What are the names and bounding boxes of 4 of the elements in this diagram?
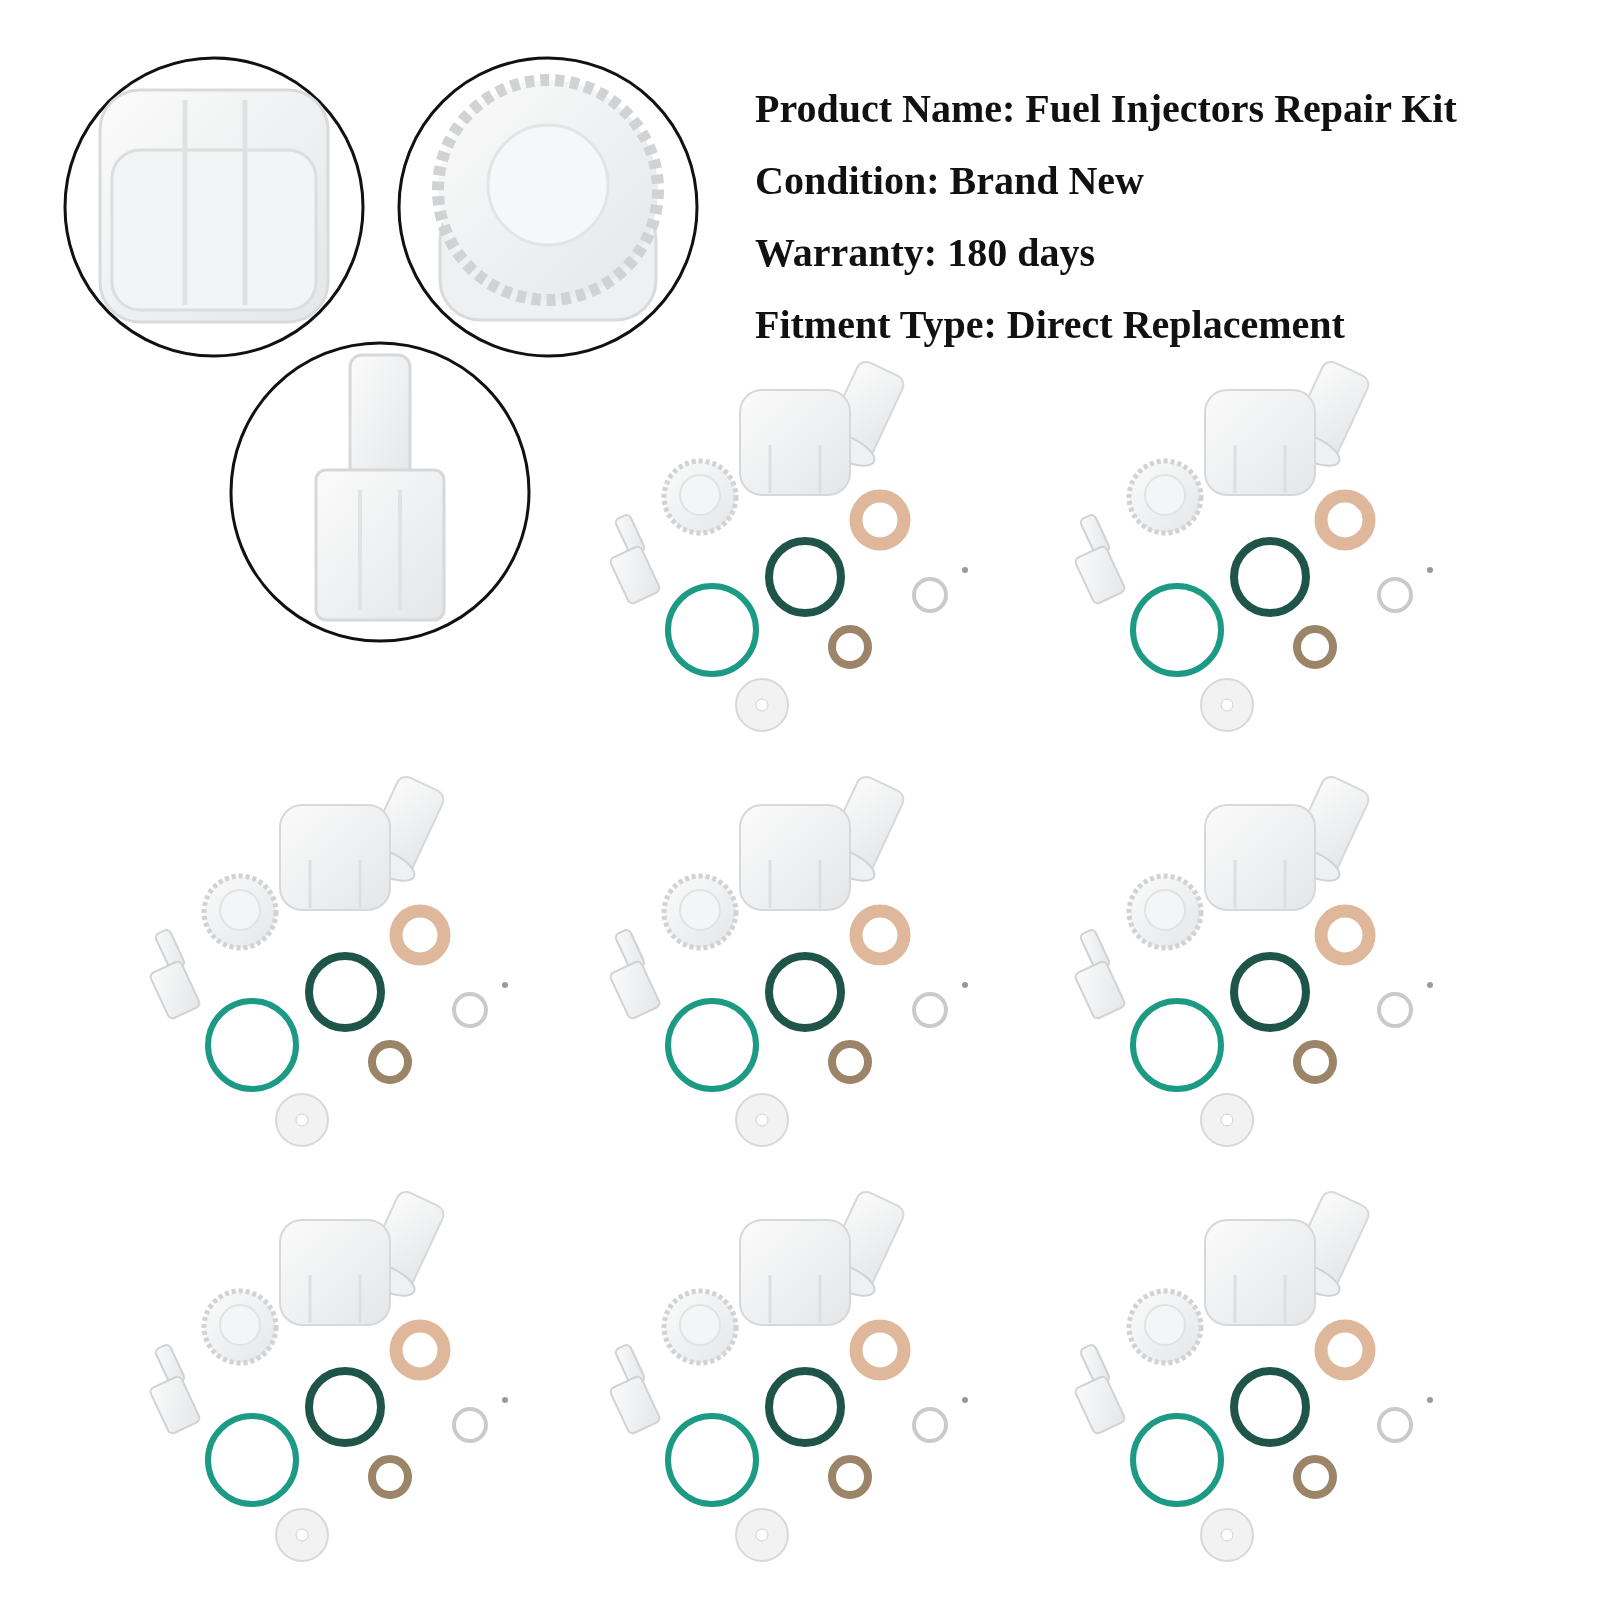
spec-text: Product Name: Fuel Injectors Repair Kit — [755, 85, 1457, 132]
spec-text: Fitment Type: Direct Replacement — [755, 301, 1345, 348]
spec-text: Condition: Brand New — [755, 157, 1144, 204]
spec-text: Warranty: 180 days — [755, 229, 1095, 276]
